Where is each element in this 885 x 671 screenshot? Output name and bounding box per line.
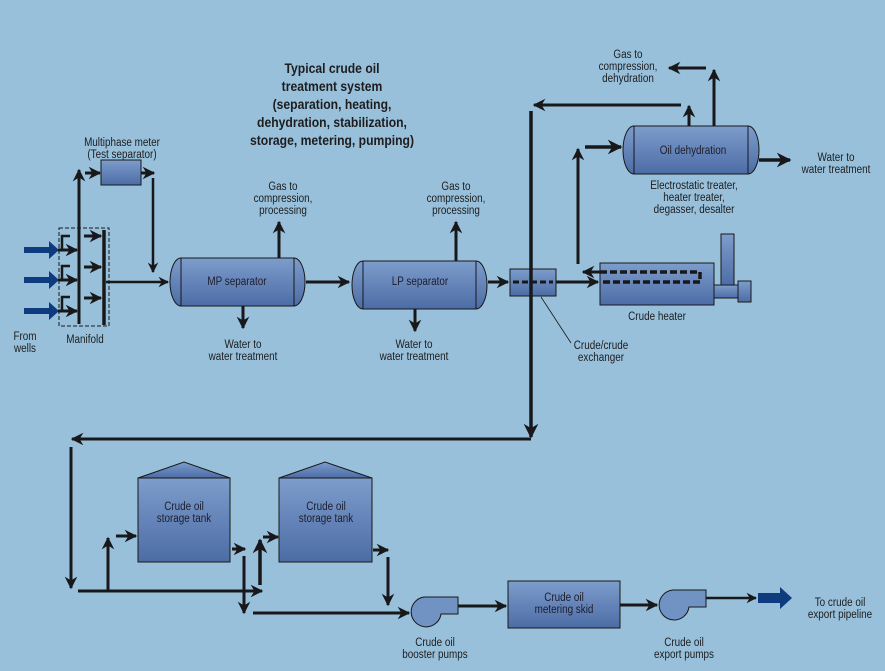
storage-piping [64, 432, 531, 620]
lp-separator-label: LP separator [391, 276, 449, 288]
from-wells-label: From wells [13, 331, 37, 355]
mp-separator [169, 220, 306, 330]
multiphase-meter-label: Multiphase meter (Test separator) [84, 137, 160, 161]
storage-tank-2 [278, 461, 373, 563]
export-pipeline-arrow-icon [758, 587, 792, 609]
well-arrow-icon [24, 271, 59, 289]
mp-water-label: Water to water treatment [208, 339, 278, 363]
storage-tank-1 [137, 461, 231, 563]
oil-dehydration-label: Oil dehydration [659, 145, 727, 157]
crude-heater-label: Crude heater [628, 311, 686, 323]
metering-skid [507, 580, 621, 629]
export-pump-icon [658, 589, 707, 621]
metering-skid-label: Crude oil metering skid [534, 592, 594, 616]
multiphase-meter [85, 159, 159, 274]
well-inflow-arrows [24, 241, 59, 320]
booster-pumps-label: Crude oil booster pumps [402, 637, 468, 661]
export-pipeline-label: To crude oil export pipeline [807, 597, 873, 621]
dehydration-water-label: Water to water treatment [801, 152, 871, 176]
manifold [58, 168, 110, 327]
booster-pump-icon [410, 596, 459, 628]
crude-heater [581, 233, 752, 306]
oil-dehydration-vessel [622, 61, 792, 175]
lp-gas-label: Gas to compression, processing [426, 181, 486, 217]
storage-tank-2-label: Crude oil storage tank [298, 501, 354, 525]
manifold-label: Manifold [66, 334, 104, 346]
mp-separator-label: MP separator [207, 276, 267, 288]
dehydration-description: Electrostatic treater, heater treater, d… [650, 180, 738, 216]
dehydration-gas-label: Gas to compression, dehydration [598, 49, 658, 85]
exchanger-label: Crude/crude exchanger [573, 340, 629, 364]
storage-tank-1-label: Crude oil storage tank [156, 501, 212, 525]
well-arrow-icon [24, 302, 59, 320]
diagram-title: Typical crude oil treatment system (sepa… [249, 61, 415, 148]
export-pumps-label: Crude oil export pumps [654, 637, 714, 661]
lp-water-label: Water to water treatment [379, 339, 449, 363]
lp-separator [351, 220, 488, 333]
mp-gas-label: Gas to compression, processing [253, 181, 313, 217]
crude-exchanger [509, 268, 572, 344]
well-arrow-icon [24, 241, 59, 259]
